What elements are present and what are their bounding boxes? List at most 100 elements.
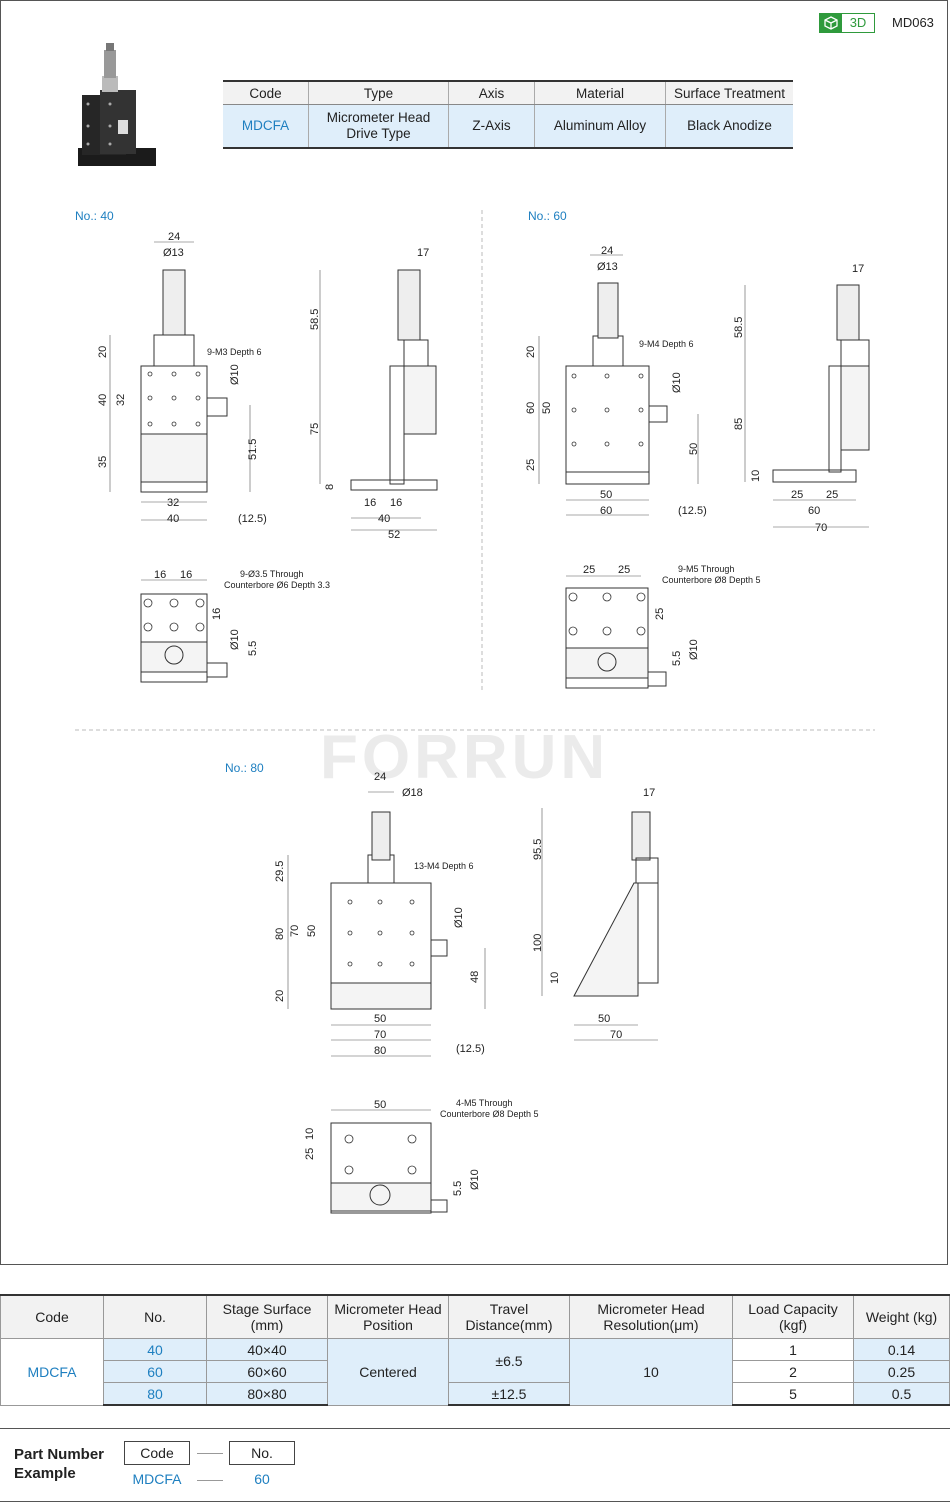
params-header: Micrometer Head Resolution(μm) (569, 1294, 733, 1339)
spec-code: MDCFA (223, 104, 309, 149)
watermark: FORRUN (320, 723, 610, 792)
dim-text: 25 (618, 564, 630, 576)
dim-text: 16 (211, 608, 223, 620)
params-travel: ±12.5 (448, 1382, 570, 1406)
spec-header: Surface Treatment (665, 80, 793, 105)
dim-text: 5.5 (452, 1181, 464, 1196)
dim-text: 50 (688, 443, 700, 455)
model-code: MD063 (892, 15, 934, 30)
dim-text: 10 (549, 972, 561, 984)
params-surface: 80×80 (206, 1382, 328, 1406)
dim-text: 35 (97, 456, 109, 468)
table-row: MDCFA 40 40×40 Centered ±6.5 10 1 0.14 (0, 1338, 950, 1406)
dim-text: Ø10 (469, 1169, 481, 1190)
dim-text: 52 (388, 529, 400, 541)
dim-text: Ø10 (453, 907, 465, 928)
params-load: 1 (732, 1338, 854, 1361)
params-weight: 0.25 (853, 1360, 950, 1383)
dim-note: 13-M4 Depth 6 (414, 861, 474, 871)
spec-table: Code Type Axis Material Surface Treatmen… (223, 80, 793, 149)
dim-text: 25 (525, 459, 537, 471)
dim-text: Ø10 (688, 639, 700, 660)
dim-text: 29.5 (274, 861, 286, 882)
dim-text: 16 (364, 497, 376, 509)
dim-text: 25 (304, 1148, 316, 1160)
dim-text: 8 (324, 484, 336, 490)
dim-text: 50 (306, 925, 318, 937)
dim-note: Counterbore Ø8 Depth 5 (662, 575, 761, 585)
dim-text: 17 (852, 263, 864, 275)
dim-note: Counterbore Ø8 Depth 5 (440, 1109, 539, 1119)
product-photo (78, 43, 156, 166)
dim-note: 9-M5 Through (678, 564, 734, 574)
drawing-frame (0, 0, 948, 1265)
dim-text: 5.5 (247, 641, 259, 656)
params-code: MDCFA (0, 1338, 104, 1406)
dim-text: 60 (600, 505, 612, 517)
table-row: 60 60×60 2 0.25 (1, 1360, 950, 1383)
part-field-code: Code (124, 1441, 190, 1465)
params-header: Code (0, 1294, 104, 1339)
params-header: Micrometer Head Position (327, 1294, 449, 1339)
dim-note: 9-M3 Depth 6 (207, 347, 262, 357)
dim-text: Ø13 (597, 261, 618, 273)
dim-text: 70 (815, 522, 827, 534)
dim-text: 80 (274, 928, 286, 940)
dim-text: 16 (390, 497, 402, 509)
dim-text: 70 (289, 925, 301, 937)
dim-text: 40 (167, 513, 179, 525)
params-header: Load Capacity (kgf) (732, 1294, 854, 1339)
spec-surface: Black Anodize (665, 104, 793, 149)
dim-text: 25 (791, 489, 803, 501)
params-surface: 40×40 (206, 1338, 328, 1361)
dim-text: 51.5 (247, 439, 259, 460)
params-resolution: 10 (569, 1338, 733, 1406)
separator-line (197, 1480, 223, 1481)
params-header: Travel Distance(mm) (448, 1294, 570, 1339)
dim-text: 95.5 (532, 839, 544, 860)
dim-text: 50 (541, 402, 553, 414)
dim-text: 50 (598, 1013, 610, 1025)
dim-text: 10 (750, 470, 762, 482)
dim-text: 25 (654, 608, 666, 620)
dim-text: 17 (417, 247, 429, 259)
spec-header: Material (534, 80, 666, 105)
dim-text: 25 (826, 489, 838, 501)
dim-text: 17 (643, 787, 655, 799)
part-number-example: Part Number Example Code No. MDCFA 60 (0, 1428, 950, 1502)
cube-icon (820, 14, 842, 32)
dim-text: Ø18 (402, 787, 423, 799)
dim-note: 9-Ø3.5 Through (240, 569, 303, 579)
part-number-title: Part Number Example (14, 1446, 105, 1482)
spec-axis: Z-Axis (448, 104, 535, 149)
dim-text: 20 (97, 346, 109, 358)
3d-model-button[interactable]: 3D (819, 13, 875, 33)
drawing-label-no80: No.: 80 (225, 761, 264, 775)
params-header: No. (103, 1294, 207, 1339)
dim-text: 32 (167, 497, 179, 509)
params-surface: 60×60 (206, 1360, 328, 1383)
params-load: 2 (732, 1360, 854, 1383)
dim-text: 32 (115, 394, 127, 406)
dim-text: 75 (309, 423, 321, 435)
dim-text: 40 (378, 513, 390, 525)
params-position: Centered (327, 1338, 449, 1406)
spec-type: Micrometer Head Drive Type (308, 104, 449, 149)
part-value-no: 60 (254, 1471, 270, 1487)
dim-text: 16 (180, 569, 192, 581)
dim-text: 24 (168, 231, 180, 243)
dim-text: 20 (525, 346, 537, 358)
dim-text: (12.5) (238, 513, 267, 525)
dim-note: 4-M5 Through (456, 1098, 512, 1108)
separator-line (197, 1453, 223, 1454)
params-travel: ±6.5 (448, 1338, 570, 1383)
dim-text: 24 (601, 245, 613, 257)
drawing-label-no60: No.: 60 (528, 209, 567, 223)
table-row: 80 80×80 ±12.5 5 0.5 (1, 1382, 950, 1406)
dim-text: Ø10 (229, 364, 241, 385)
params-header: Weight (kg) (853, 1294, 950, 1339)
dim-text: 50 (600, 489, 612, 501)
params-header: Stage Surface (mm) (206, 1294, 328, 1339)
params-no: 80 (103, 1382, 207, 1406)
dim-note: 9-M4 Depth 6 (639, 339, 694, 349)
